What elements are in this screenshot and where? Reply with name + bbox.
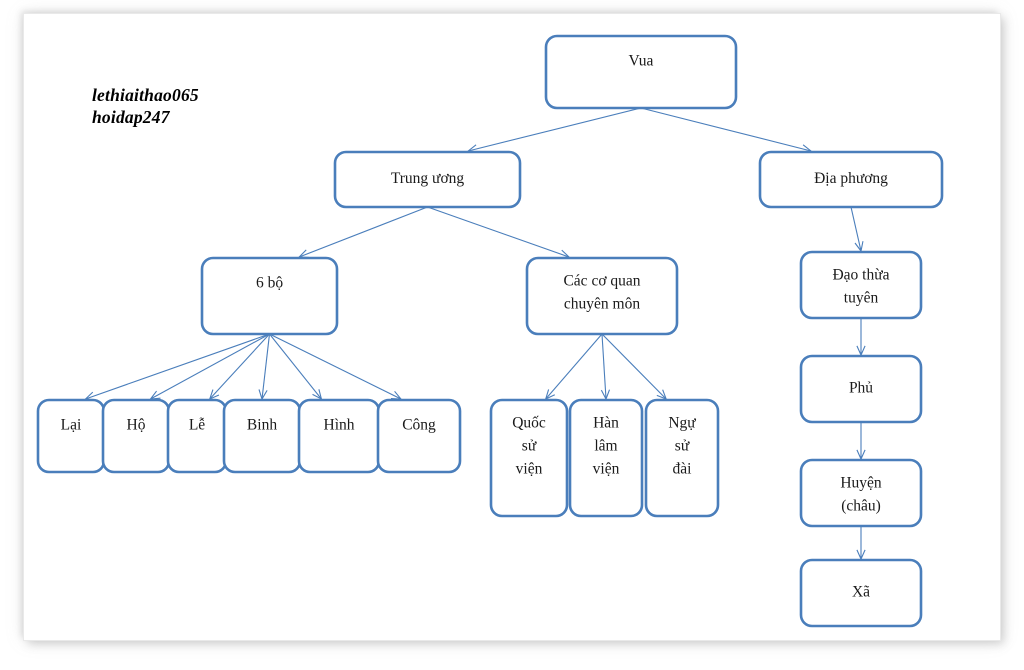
connector-trunguong-to-sau-bo [297, 206, 428, 259]
connector-line [850, 206, 862, 252]
node-hinh[interactable]: Hình [297, 398, 381, 474]
node-label: 6 bộ [256, 275, 283, 292]
connector-line [545, 333, 603, 400]
connector-line [427, 206, 570, 258]
node-label: lâm [594, 438, 617, 455]
connector-diaphuong-to-daothua [850, 206, 864, 253]
node-label: Các cơ quan [563, 273, 640, 290]
connector-sau-bo-to-hinh [269, 333, 323, 401]
node-label: Công [402, 417, 436, 434]
connector-trunguong-to-coquan [427, 206, 571, 259]
node-box [568, 398, 644, 518]
watermark-line-2: hoidap247 [92, 107, 170, 127]
node-label: Đạo thừa [832, 267, 889, 284]
node-box [544, 34, 738, 110]
node-label: tuyên [844, 290, 879, 307]
node-label: Trung ương [391, 170, 465, 187]
connector-sau-bo-to-lai [84, 333, 270, 401]
node-box [644, 398, 720, 518]
node-box [333, 150, 522, 209]
node-box [799, 250, 923, 320]
connector-sau-bo-to-ho [149, 333, 270, 400]
node-binh[interactable]: Binh [222, 398, 302, 474]
node-box [489, 398, 569, 518]
connector-sau-bo-to-le [208, 333, 270, 400]
node-label: Phủ [849, 380, 873, 397]
node-ngusu[interactable]: Ngự sử đài [644, 398, 720, 518]
node-xa[interactable]: Xã [799, 558, 923, 628]
connector-coquan-to-quocsu [544, 333, 603, 401]
node-ho[interactable]: Hộ [101, 398, 171, 474]
node-box [799, 558, 923, 628]
connector-huyen-to-xa [856, 526, 866, 561]
connector-line [640, 107, 812, 152]
node-label: Quốc [512, 415, 546, 432]
node-lai[interactable]: Lại [36, 398, 106, 474]
node-quocsu[interactable]: Quốc sử viện [489, 398, 569, 518]
connector-line [269, 333, 322, 400]
node-label: Địa phương [814, 170, 888, 187]
node-box [758, 150, 944, 209]
node-label: Hàn [593, 415, 619, 432]
connector-line [299, 206, 428, 258]
connector-sau-bo-to-cong [269, 333, 403, 400]
node-label: viện [593, 461, 620, 478]
node-box [101, 398, 171, 474]
node-box [525, 256, 679, 336]
node-box [799, 458, 923, 528]
connector-line [209, 333, 270, 400]
node-phu[interactable]: Phủ [799, 354, 923, 424]
connector-line [85, 333, 270, 400]
connector-vua-to-diaphuong [640, 107, 813, 154]
node-label: Huyện [840, 475, 882, 492]
node-box [166, 398, 228, 474]
connector-vua-to-trunguong [466, 107, 642, 154]
node-label: sử [522, 438, 537, 455]
connector-line [150, 333, 270, 400]
node-vua[interactable]: Vua [544, 34, 738, 110]
node-box [200, 256, 339, 336]
node-daothua[interactable]: Đạo thừa tuyên [799, 250, 923, 320]
connector-line [261, 333, 271, 400]
node-coquan[interactable]: Các cơ quan chuyên môn [525, 256, 679, 336]
node-label: viện [516, 461, 543, 478]
node-le[interactable]: Lễ [166, 398, 228, 474]
connector-coquan-to-ngusu [601, 333, 668, 400]
node-label: Binh [247, 417, 277, 434]
node-label: Hộ [127, 417, 146, 434]
node-label: Lễ [189, 417, 205, 434]
node-label: Lại [61, 417, 82, 434]
node-box [36, 398, 106, 474]
node-trunguong[interactable]: Trung ương [333, 150, 522, 209]
connector-line [468, 107, 642, 152]
node-label: đài [673, 461, 693, 478]
node-label: Ngự [668, 415, 696, 432]
arrowhead [149, 390, 161, 400]
node-label: Xã [852, 584, 870, 601]
node-label: sử [675, 438, 690, 455]
node-box [297, 398, 381, 474]
node-box [376, 398, 462, 474]
connector-coquan-to-hanlam [600, 333, 611, 401]
node-box [222, 398, 302, 474]
node-huyen[interactable]: Huyện (châu) [799, 458, 923, 528]
node-hanlam[interactable]: Hàn lâm viện [568, 398, 644, 518]
node-box [799, 354, 923, 424]
connector-phu-to-huyen [856, 422, 866, 461]
node-label: chuyên môn [564, 296, 640, 313]
connector-line [269, 333, 402, 400]
node-label: Hình [324, 417, 355, 434]
node-cong[interactable]: Công [376, 398, 462, 474]
connector-daothua-to-phu [856, 318, 866, 357]
node-label: (châu) [841, 498, 881, 515]
connector-line [601, 333, 667, 400]
node-sau-bo[interactable]: 6 bộ [200, 256, 339, 336]
canvas-frame [24, 14, 1000, 640]
connector-line [601, 333, 607, 400]
watermark-line-1: lethiaithao065 [92, 85, 199, 105]
node-diaphuong[interactable]: Địa phương [758, 150, 944, 209]
node-label: Vua [629, 53, 654, 70]
